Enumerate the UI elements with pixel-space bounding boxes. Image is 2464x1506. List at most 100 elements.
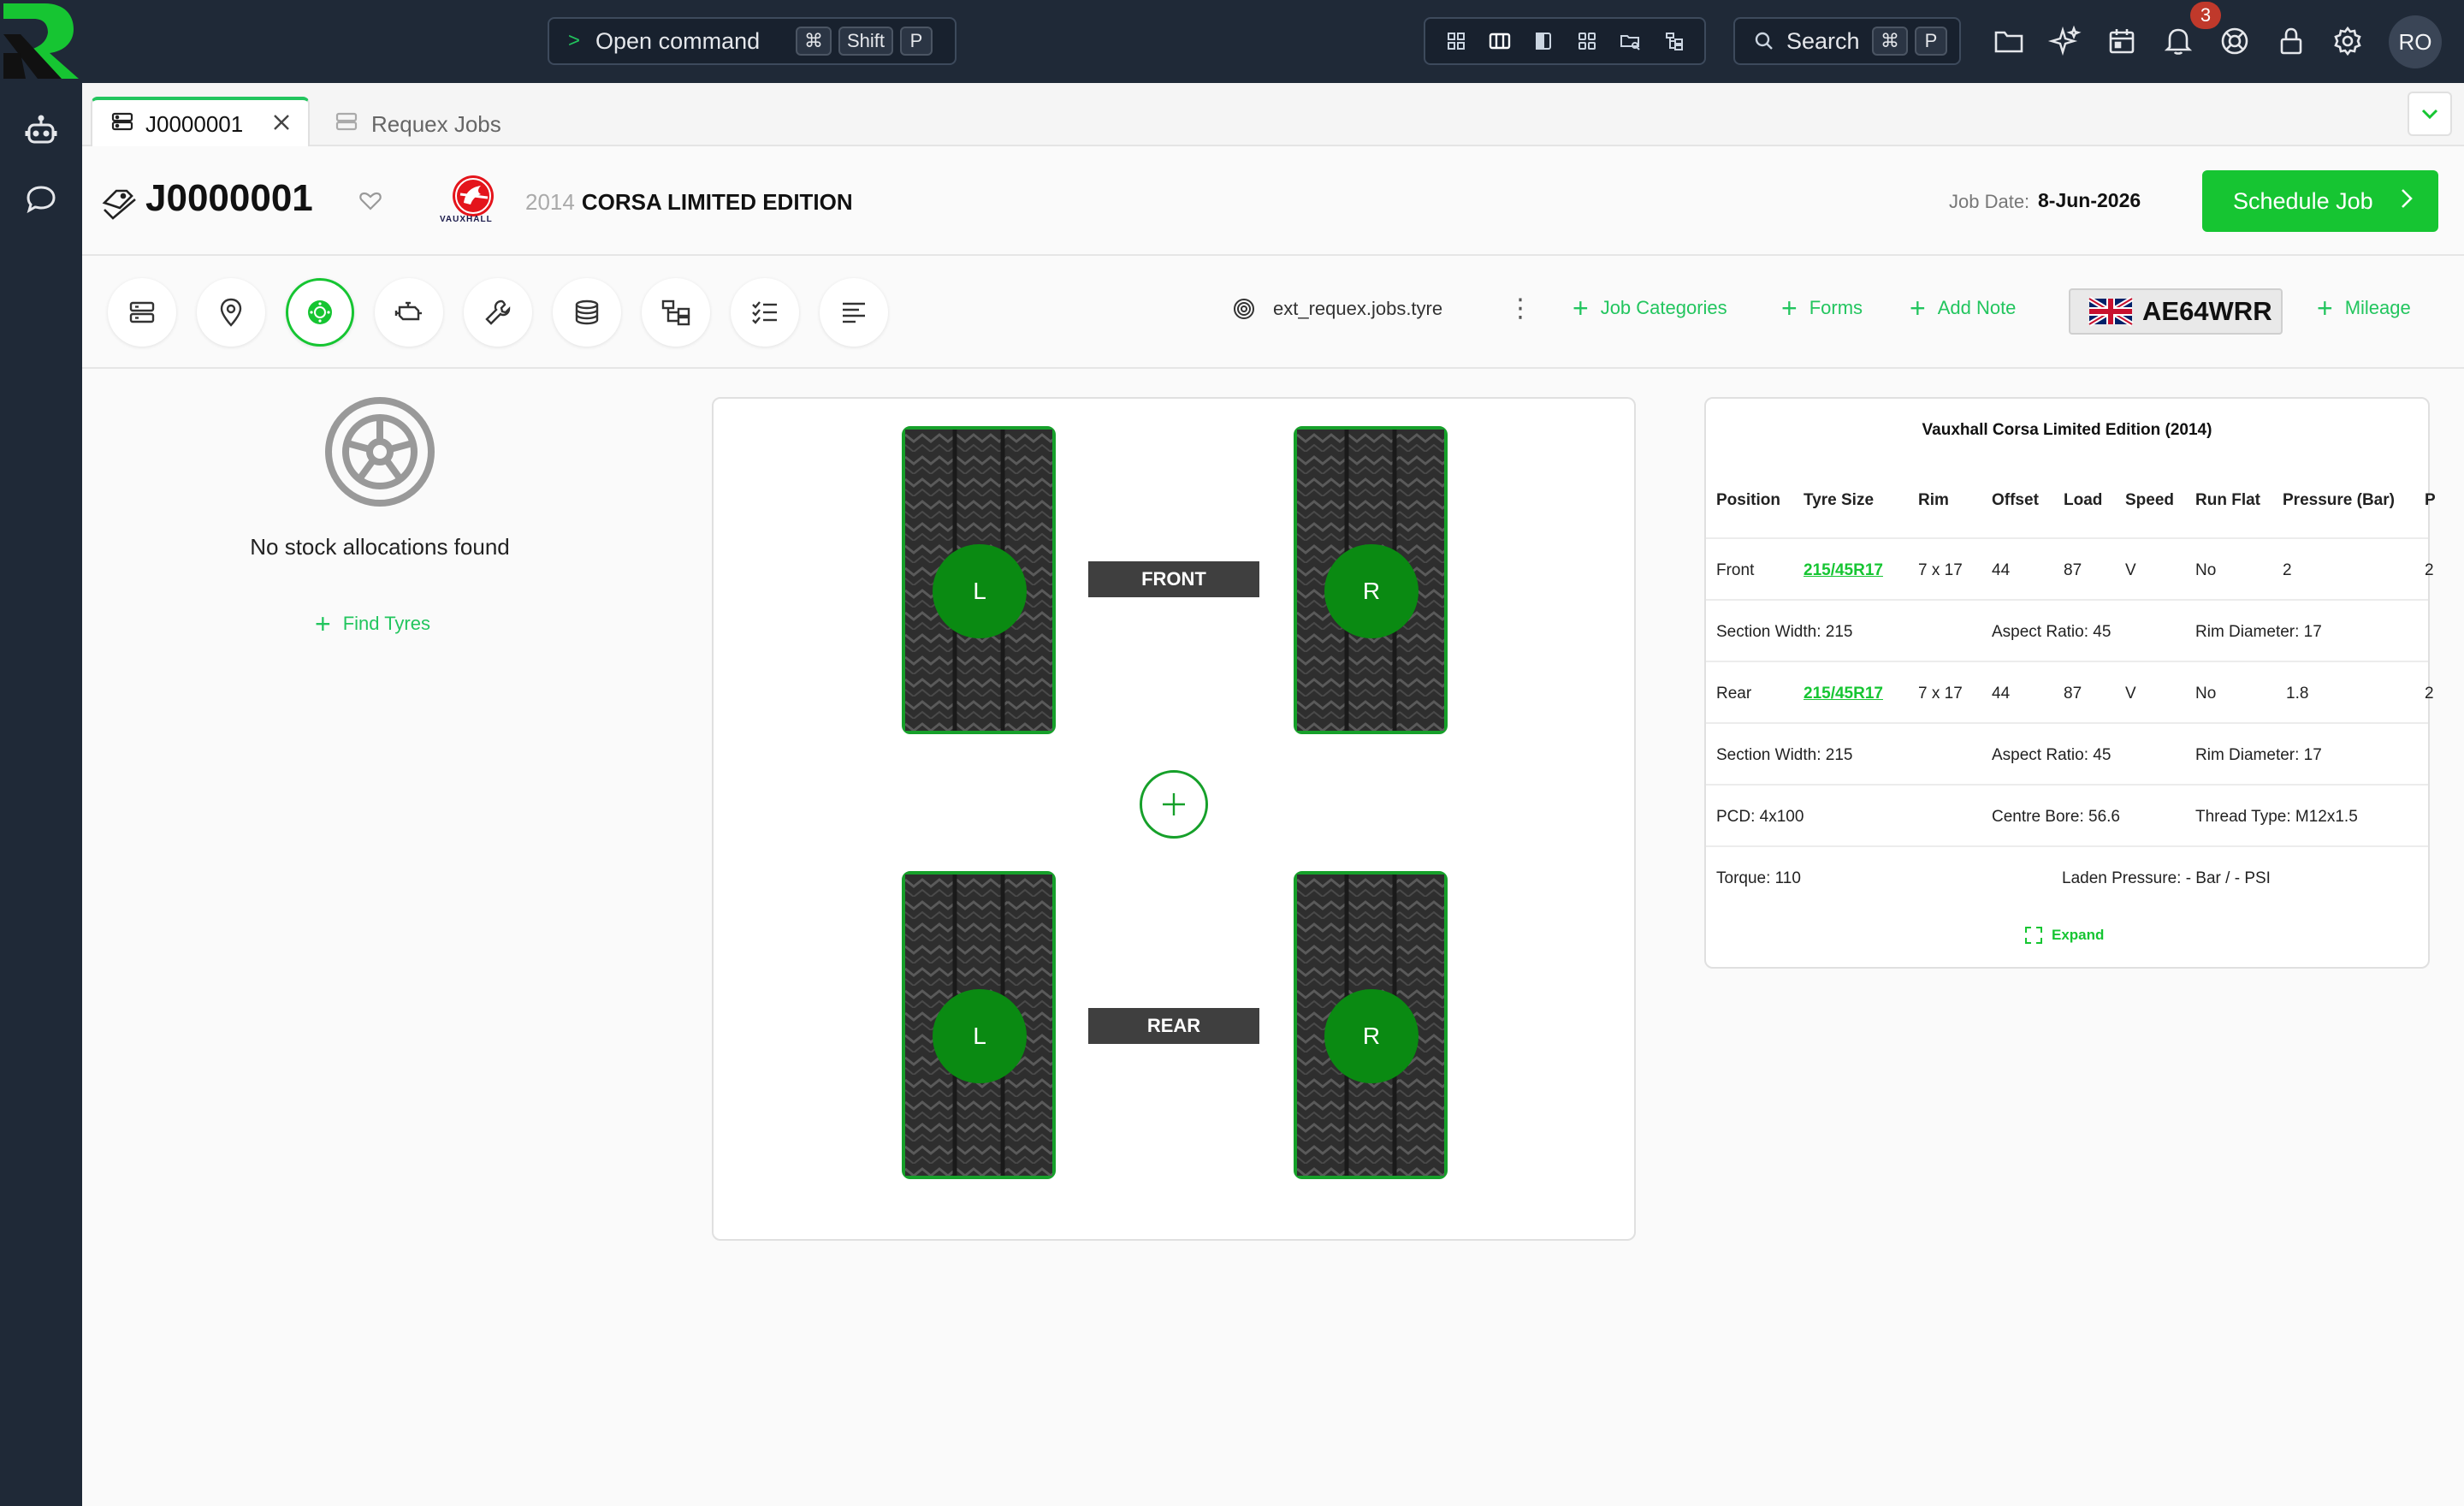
rear-axle-label: REAR	[1088, 1008, 1259, 1044]
rear-section-width: Section Width: 215	[1716, 746, 1853, 764]
notification-count-badge: 3	[2190, 2, 2221, 29]
tool-engine-button[interactable]	[375, 278, 443, 347]
job-categories-label: Job Categories	[1600, 297, 1727, 318]
mileage-button[interactable]: + Mileage	[2317, 293, 2411, 323]
tool-details-button[interactable]	[108, 278, 176, 347]
torque-value: Torque: 110	[1716, 869, 1801, 887]
job-categories-button[interactable]: + Job Categories	[1573, 294, 1727, 322]
vauxhall-griffin-logo-icon	[443, 174, 503, 230]
map-pin-icon	[220, 298, 242, 327]
front-load: 87	[2064, 561, 2082, 579]
app-logo-icon[interactable]	[0, 0, 82, 83]
columns-layout-icon[interactable]	[1485, 27, 1514, 56]
more-options-icon[interactable]: ⋮	[1507, 294, 1533, 323]
tool-hierarchy-button[interactable]	[642, 278, 710, 347]
col-run-flat: Run Flat	[2195, 491, 2260, 509]
col-offset: Offset	[1992, 491, 2039, 509]
rear-rim-diameter: Rim Diameter: 17	[2195, 746, 2322, 764]
front-truncated: 2	[2425, 561, 2434, 579]
user-avatar[interactable]: RO	[2389, 15, 2442, 68]
col-pressure: Pressure (Bar)	[2283, 491, 2395, 509]
split-layout-icon[interactable]	[1529, 27, 1558, 56]
schedule-job-button[interactable]: Schedule Job	[2202, 170, 2438, 232]
rear-offset: 44	[1992, 685, 2011, 703]
expand-button[interactable]: Expand	[2024, 926, 2104, 945]
lock-icon[interactable]	[2274, 24, 2308, 58]
tree-layout-icon[interactable]	[1660, 27, 1689, 56]
col-speed: Speed	[2125, 491, 2175, 509]
add-axle-button[interactable]	[1140, 770, 1208, 839]
sparkle-icon[interactable]	[2047, 24, 2082, 58]
tyre-rear-right[interactable]: R	[1294, 871, 1448, 1179]
forms-button[interactable]: + Forms	[1781, 294, 1863, 322]
empty-wheel-icon	[323, 395, 436, 513]
add-note-button[interactable]: + Add Note	[1910, 294, 2017, 322]
vehicle-model: CORSA LIMITED EDITION	[581, 189, 853, 215]
search-button[interactable]: Search ⌘ P	[1733, 17, 1961, 65]
left-sidebar	[0, 83, 82, 1506]
tool-notes-button[interactable]	[820, 278, 888, 347]
rear-tyre-size-link[interactable]: 215/45R17	[1804, 685, 1883, 703]
plus-icon: +	[2317, 293, 2333, 323]
front-speed: V	[2125, 561, 2136, 579]
chat-bubble-icon[interactable]	[21, 179, 62, 220]
front-tyre-size-link[interactable]: 215/45R17	[1804, 561, 1883, 579]
shortcut-key-p: P	[900, 27, 933, 56]
layout-switcher	[1424, 17, 1706, 65]
tiles-layout-icon[interactable]	[1573, 27, 1602, 56]
open-command-button[interactable]: > Open command ⌘ Shift P	[548, 17, 957, 65]
folder-icon[interactable]	[1992, 24, 2026, 58]
tool-location-button[interactable]	[197, 278, 265, 347]
find-tyres-button[interactable]: + Find Tyres	[315, 610, 430, 637]
spec-torque-row: Torque: 110 Laden Pressure: - Bar / - PS…	[1706, 845, 2428, 907]
tool-checklist-button[interactable]	[731, 278, 799, 347]
vehicle-year: 2014	[525, 189, 575, 215]
robot-assistant-icon[interactable]	[21, 110, 62, 151]
chevron-right-icon	[2399, 187, 2414, 216]
settings-gear-icon[interactable]	[2331, 24, 2365, 58]
chevron-down-icon	[2421, 109, 2438, 120]
folder-search-icon[interactable]	[1616, 27, 1645, 56]
forms-label: Forms	[1809, 297, 1863, 318]
spec-header-row: Position Tyre Size Rim Offset Load Speed…	[1706, 469, 2436, 531]
tool-service-button[interactable]	[464, 278, 532, 347]
col-load: Load	[2064, 491, 2103, 509]
spec-title: Vauxhall Corsa Limited Edition (2014)	[1922, 421, 2212, 439]
grid-layout-icon[interactable]	[1442, 27, 1471, 56]
centre-bore-value: Centre Bore: 56.6	[1992, 808, 2120, 826]
front-offset: 44	[1992, 561, 2011, 579]
tyre-rear-left[interactable]: L	[902, 871, 1056, 1179]
spec-front-row: Front 215/45R17 7 x 17 44 87 V No 2 2	[1706, 537, 2434, 599]
spec-rear-detail-row: Section Width: 215 Aspect Ratio: 45 Rim …	[1706, 722, 2428, 784]
search-key-cmd: ⌘	[1872, 27, 1908, 56]
tyre-marker-right[interactable]: R	[1324, 989, 1419, 1083]
extension-label-text: ext_requex.jobs.tyre	[1273, 298, 1443, 319]
tool-tyres-button[interactable]	[286, 278, 354, 347]
registration-plate[interactable]: AE64WRR	[2069, 288, 2283, 335]
job-number-title: J0000001	[145, 177, 313, 219]
calendar-icon[interactable]	[2105, 24, 2139, 58]
tyre-marker-right[interactable]: R	[1324, 544, 1419, 638]
close-tab-icon[interactable]	[272, 111, 291, 138]
tyre-diagram: L FRONT R L REAR R	[712, 397, 1636, 1241]
tyre-front-right[interactable]: R	[1294, 426, 1448, 734]
hierarchy-icon	[661, 299, 690, 326]
tyre-marker-left[interactable]: L	[933, 544, 1027, 638]
add-note-label: Add Note	[1937, 297, 2017, 318]
tab-job[interactable]: J0000001	[91, 97, 310, 148]
tyre-marker-left[interactable]: L	[933, 989, 1027, 1083]
support-lifebuoy-icon[interactable]	[2218, 24, 2252, 58]
shortcut-key-shift: Shift	[838, 27, 893, 56]
job-tab-icon	[111, 111, 133, 138]
tyre-front-left[interactable]: L	[902, 426, 1056, 734]
registration-plate-text: AE64WRR	[2142, 296, 2272, 326]
tab-requex-jobs[interactable]: Requex Jobs	[335, 100, 501, 148]
bell-icon[interactable]	[2161, 24, 2195, 58]
favourite-heart-icon[interactable]	[359, 191, 382, 216]
plus-icon	[1163, 793, 1185, 815]
search-key-p: P	[1915, 27, 1947, 56]
tabs-dropdown-button[interactable]	[2408, 92, 2452, 136]
rear-aspect-ratio: Aspect Ratio: 45	[1992, 746, 2112, 764]
tool-finance-button[interactable]	[553, 278, 621, 347]
rear-position: Rear	[1716, 685, 1752, 703]
